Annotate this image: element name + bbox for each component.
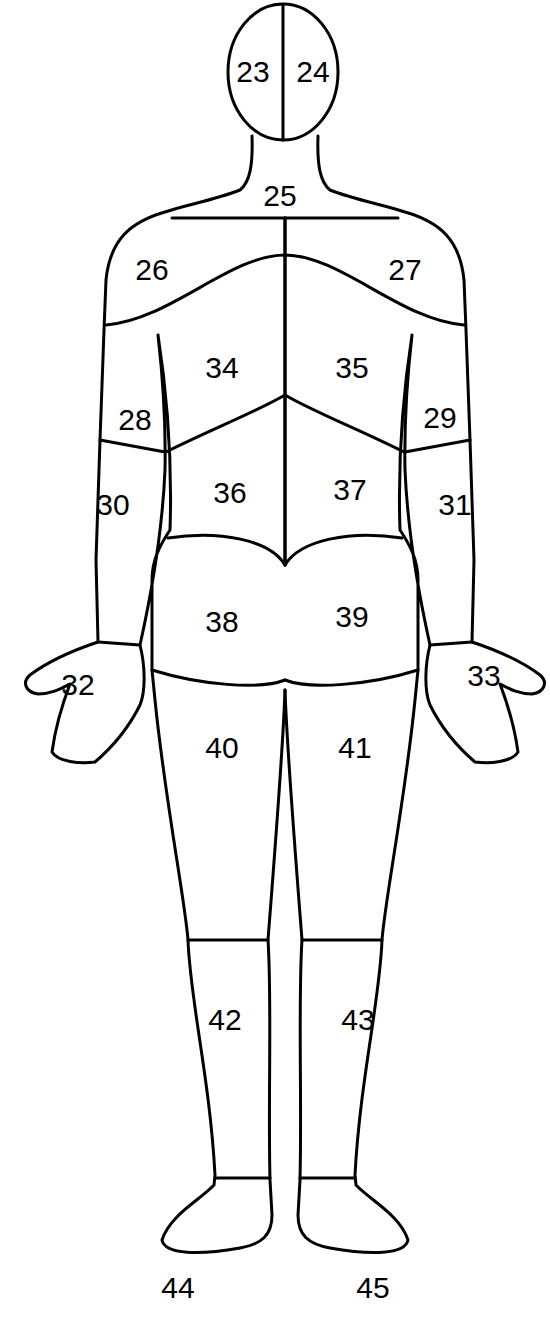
region-number: 45 xyxy=(356,1273,389,1303)
region-number: 36 xyxy=(213,478,246,508)
neck-line xyxy=(172,217,285,220)
region-number: 26 xyxy=(135,255,168,285)
head-midline xyxy=(282,6,285,140)
region-number: 35 xyxy=(335,353,368,383)
region-number: 34 xyxy=(205,353,238,383)
region-number: 23 xyxy=(236,57,269,87)
region-number: 40 xyxy=(205,733,238,763)
region-number: 29 xyxy=(423,403,456,433)
region-number: 41 xyxy=(338,733,371,763)
shoulder-line xyxy=(106,255,285,325)
region-number: 39 xyxy=(335,602,368,632)
buttock-line xyxy=(152,670,285,685)
body-half xyxy=(26,136,285,1253)
body-half-mirror xyxy=(285,136,544,1253)
knee-line xyxy=(188,939,268,942)
head-outline xyxy=(228,4,338,140)
region-number: 32 xyxy=(61,670,94,700)
region-number: 30 xyxy=(96,490,129,520)
region-number: 31 xyxy=(438,490,471,520)
region-number: 24 xyxy=(296,57,329,87)
region-number: 25 xyxy=(263,181,296,211)
back-line xyxy=(166,395,285,452)
region-number: 43 xyxy=(341,1005,374,1035)
region-number: 27 xyxy=(388,255,421,285)
ankle-line xyxy=(215,1177,270,1180)
wrist-line xyxy=(98,642,140,645)
region-number: 38 xyxy=(205,607,238,637)
region-number: 37 xyxy=(333,475,366,505)
region-number: 33 xyxy=(467,661,500,691)
elbow-line xyxy=(100,440,165,452)
waist-line xyxy=(168,535,285,565)
region-number: 28 xyxy=(118,405,151,435)
region-number: 42 xyxy=(208,1005,241,1035)
region-number: 44 xyxy=(161,1273,194,1303)
body-contour xyxy=(26,136,285,1253)
